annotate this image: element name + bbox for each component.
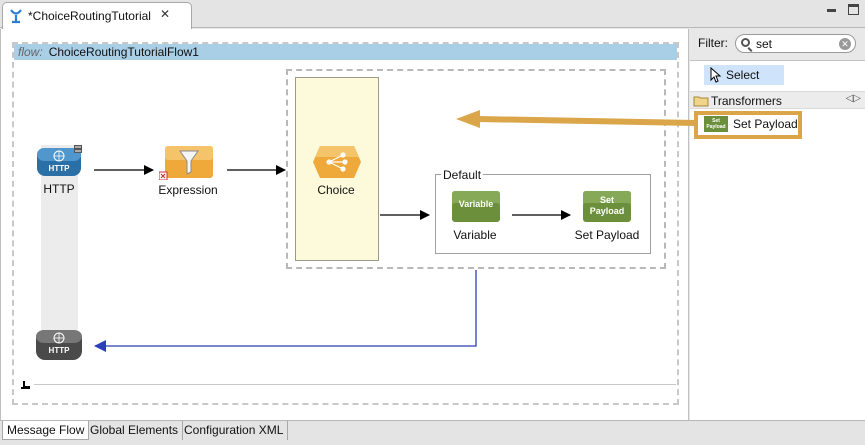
tab-message-flow[interactable]: Message Flow xyxy=(2,421,90,440)
set-payload-badge-line2: Payload xyxy=(589,206,625,216)
palette-panel: Filter: set ✕ Select Transformers ◁▷ Set… xyxy=(690,29,865,420)
default-route-label: Default xyxy=(441,168,484,182)
mule-logo-icon xyxy=(10,9,22,24)
palette-item-set-payload[interactable]: Set Payload Set Payload xyxy=(694,111,802,139)
set-payload-icon[interactable]: Set Payload xyxy=(583,191,631,222)
variable-transformer-icon[interactable]: Variable xyxy=(452,191,500,222)
palette-category-transformers[interactable]: Transformers ◁▷ xyxy=(690,91,865,109)
flow-canvas[interactable]: flow: ChoiceRoutingTutorialFlow1 Default xyxy=(0,29,689,420)
filter-funnel-icon[interactable] xyxy=(158,146,217,181)
window-controls xyxy=(818,4,859,18)
minimize-icon[interactable] xyxy=(826,4,837,15)
http-endpoint-icon[interactable]: HTTP xyxy=(36,145,82,177)
select-tool-label: Select xyxy=(726,68,760,82)
flow-connectors xyxy=(94,165,571,352)
editor-tab[interactable]: *ChoiceRoutingTutorial ✕ xyxy=(2,2,192,29)
folder-icon xyxy=(693,96,709,107)
http-badge: HTTP xyxy=(48,164,70,173)
palette-filter-bar: Filter: set ✕ xyxy=(690,29,865,61)
category-label: Transformers xyxy=(711,94,782,108)
set-payload-badge-line1: Set xyxy=(599,195,614,205)
expand-collapse-icon[interactable]: ◁▷ xyxy=(845,93,861,104)
filter-value: set xyxy=(756,37,773,51)
flow-container xyxy=(12,42,679,405)
flow-keyword: flow: xyxy=(18,45,43,59)
flow-name: ChoiceRoutingTutorialFlow1 xyxy=(48,45,199,59)
http-response-icon[interactable]: HTTP xyxy=(35,329,83,361)
flow-divider xyxy=(34,384,676,385)
palette-badge-line1: Set xyxy=(712,118,720,124)
pointer-cursor-icon xyxy=(710,67,722,83)
palette-item-label: Set Payload xyxy=(733,117,798,131)
variable-badge: Variable xyxy=(458,199,494,209)
set-payload-palette-icon: Set Payload xyxy=(704,116,728,132)
drag-hint-arrow xyxy=(456,110,697,128)
close-icon[interactable]: ✕ xyxy=(160,7,171,21)
http-label: HTTP xyxy=(43,182,75,196)
clear-search-icon[interactable]: ✕ xyxy=(839,38,851,50)
choice-label: Choice xyxy=(317,183,355,197)
flow-header[interactable]: flow: ChoiceRoutingTutorialFlow1 xyxy=(14,44,677,60)
collapse-icon[interactable] xyxy=(21,381,30,389)
bottom-tab-bar: Message Flow Global Elements Configurati… xyxy=(0,420,865,445)
editor-tab-bar: *ChoiceRoutingTutorial ✕ xyxy=(0,0,865,29)
choice-scope xyxy=(286,69,666,269)
source-lane xyxy=(41,145,78,341)
maximize-icon[interactable] xyxy=(848,4,859,15)
tab-global-elements[interactable]: Global Elements xyxy=(86,421,184,440)
expression-label: Expression xyxy=(158,183,218,197)
filter-input[interactable]: set ✕ xyxy=(735,34,856,53)
choice-router-icon[interactable] xyxy=(312,145,362,179)
default-route-box xyxy=(435,174,651,254)
select-tool[interactable]: Select xyxy=(704,65,784,85)
set-payload-label: Set Payload xyxy=(574,228,640,242)
http-response-badge: HTTP xyxy=(48,346,70,355)
palette-badge-line2: Payload xyxy=(706,124,726,130)
variable-label: Variable xyxy=(453,228,497,242)
return-arrow xyxy=(94,270,477,352)
editor-tab-title: *ChoiceRoutingTutorial xyxy=(28,9,151,23)
filter-label: Filter: xyxy=(698,36,728,50)
tab-configuration-xml[interactable]: Configuration XML xyxy=(180,421,289,440)
search-icon xyxy=(741,38,750,47)
